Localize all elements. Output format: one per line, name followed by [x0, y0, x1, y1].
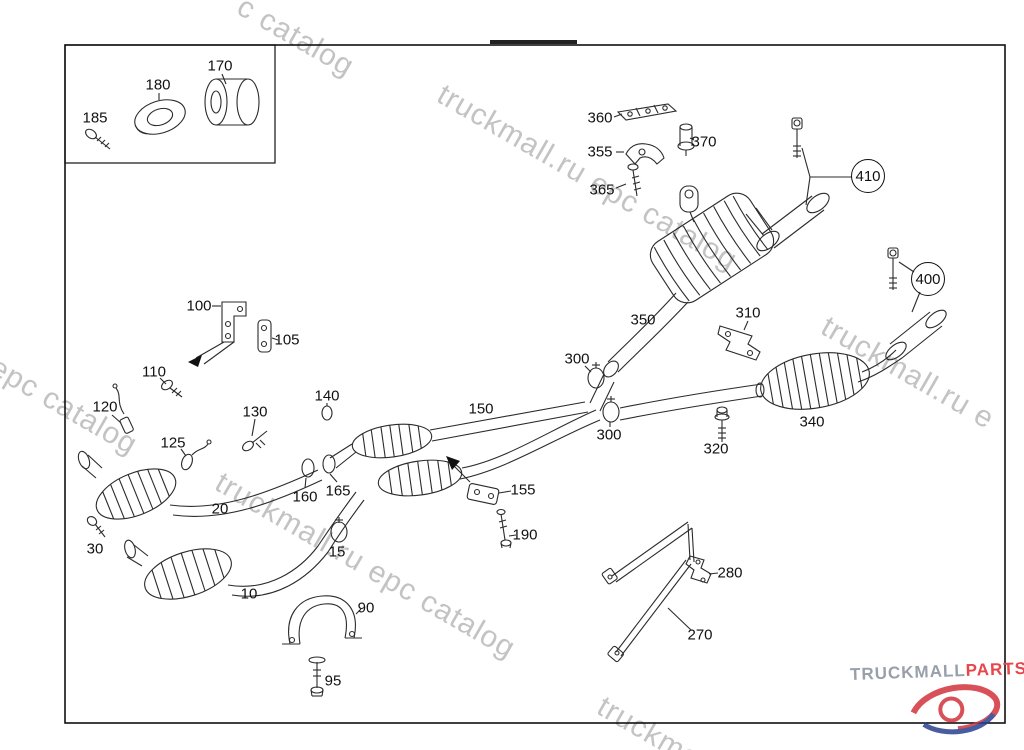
part-110-stud: [159, 377, 183, 398]
pipe-340-to-tip: [755, 349, 903, 398]
part-label-15: 15: [328, 543, 346, 561]
part-label-20: 20: [211, 500, 229, 518]
part-label-150: 150: [468, 400, 494, 418]
part-label-270: 270: [687, 626, 713, 644]
part-280-bracket: [685, 555, 719, 584]
part-label-100: 100: [186, 297, 212, 315]
part-365-bolt: [615, 163, 642, 197]
logo-swirl-icon: [910, 684, 1001, 735]
part-label-190: 190: [512, 526, 538, 544]
part-label-90: 90: [357, 599, 375, 617]
part-label-350: 350: [630, 311, 656, 329]
part-320-bolt: [714, 406, 730, 442]
part-400-bolt: [887, 247, 899, 290]
brand-logo-suffix: PARTS: [965, 658, 1024, 680]
part-160-165-rings: [301, 454, 338, 489]
part-label-370: 370: [691, 133, 717, 151]
part-125-sensor: [180, 439, 212, 471]
leader-410: [801, 147, 852, 206]
part-355-bracket: [616, 143, 665, 165]
part-label-355: 355: [587, 143, 613, 161]
part-410-bolt: [791, 117, 803, 158]
part-label-360: 360: [587, 109, 613, 127]
part-130-bolt: [242, 418, 268, 452]
part-label-170: 170: [207, 57, 233, 75]
part-30-bolt: [86, 516, 106, 538]
part-105-plate: [257, 319, 279, 353]
leader-400: [898, 261, 921, 313]
part-120-sensor: [111, 383, 134, 434]
diagram-frame: [64, 40, 1006, 724]
part-90-bracket: [282, 595, 362, 645]
part-label-340: 340: [799, 413, 825, 431]
part-label-400: 400: [911, 262, 945, 296]
part-label-105: 105: [274, 331, 300, 349]
part-label-300a: 300: [564, 350, 590, 368]
muffler-hanger: [679, 185, 699, 223]
part-350-rear-muffler: [649, 192, 775, 304]
part-10-catalyst: [124, 491, 365, 600]
part-label-30: 30: [86, 540, 104, 558]
part-410-tailpipe-tip: [745, 192, 830, 252]
part-label-125: 125: [160, 434, 186, 452]
part-label-310: 310: [735, 304, 761, 322]
arrow-100-icon: [188, 355, 202, 367]
part-label-280: 280: [717, 564, 743, 582]
part-label-155: 155: [510, 481, 536, 499]
part-140-ring: [321, 403, 333, 421]
part-150-center-assembly: [329, 401, 601, 497]
part-label-300b: 300: [596, 426, 622, 444]
part-350-front-pipe: [589, 292, 689, 412]
part-180-mount: [134, 99, 186, 135]
part-360-bracket: [613, 103, 678, 121]
pipe-center-to-rear: [619, 383, 763, 421]
part-190-bolt: [496, 508, 517, 549]
part-label-180: 180: [145, 76, 171, 94]
part-95-bolt: [308, 656, 326, 697]
part-300-clamp-rear: [602, 396, 620, 427]
part-300-clamp-front: [584, 362, 605, 389]
part-label-410: 410: [851, 159, 885, 193]
part-340-rear-silencer: [760, 352, 870, 410]
part-15-clamp: [330, 517, 348, 543]
part-label-95: 95: [324, 672, 342, 690]
part-label-140: 140: [314, 387, 340, 405]
part-label-110: 110: [142, 363, 166, 381]
part-270-braces: [601, 521, 695, 663]
brand-logo: TRUCKMALLPARTS: [850, 658, 1024, 735]
part-370-bolt: [677, 123, 695, 156]
part-100-bracket: [188, 301, 247, 367]
part-20-catalyst: [77, 450, 323, 520]
part-155-bracket: [446, 456, 512, 505]
arrow-155-icon: [446, 456, 460, 470]
part-170-damper: [204, 73, 260, 126]
part-label-130: 130: [242, 403, 268, 421]
part-label-365: 365: [589, 181, 615, 199]
part-310-bracket: [717, 320, 761, 361]
part-label-160: 160: [292, 488, 318, 506]
part-label-120: 120: [92, 398, 118, 416]
part-label-185: 185: [82, 109, 108, 127]
part-label-165: 165: [325, 482, 351, 500]
part-label-10: 10: [240, 585, 258, 603]
part-label-320: 320: [703, 440, 729, 458]
part-185-screw: [85, 128, 111, 150]
